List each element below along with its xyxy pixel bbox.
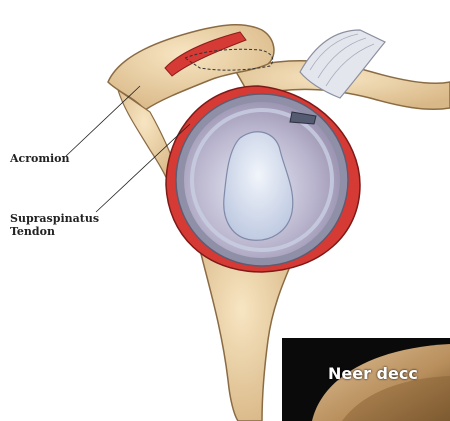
acromion-label: Acromion — [10, 152, 70, 165]
scapula-neck — [200, 250, 292, 421]
photo-caption: Neer decc — [328, 364, 418, 383]
supraspinatus-tendon-label: Supraspinatus Tendon — [10, 212, 99, 238]
supraspinatus-label-line2: Tendon — [10, 225, 99, 238]
acromion-leader-line — [66, 86, 140, 156]
supraspinatus-label-line1: Supraspinatus — [10, 212, 99, 225]
